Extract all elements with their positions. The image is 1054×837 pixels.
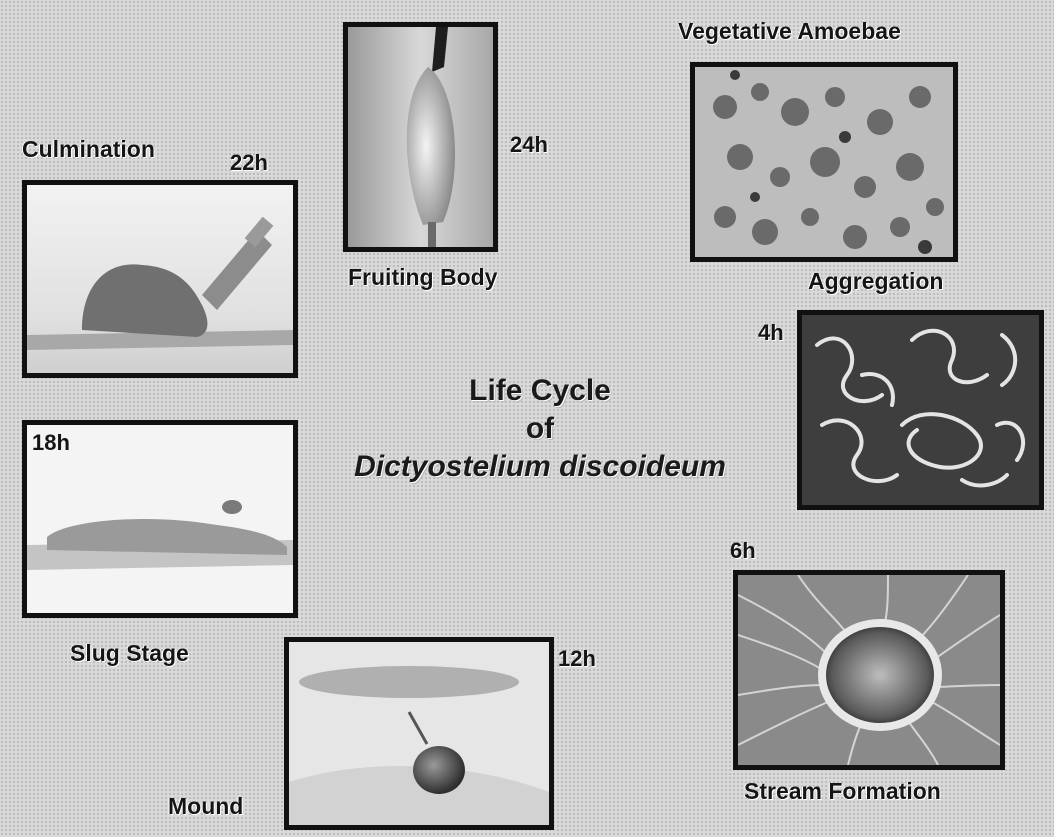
title-line-2: of bbox=[300, 410, 780, 448]
vegetative-amoebae-label: Vegetative Amoebae bbox=[678, 18, 901, 45]
fruiting-body-image bbox=[343, 22, 498, 252]
slug-stage-time: 18h bbox=[32, 430, 70, 456]
stream-formation-time: 6h bbox=[730, 538, 756, 564]
mound-label: Mound bbox=[168, 793, 243, 820]
fruiting-body-time: 24h bbox=[510, 132, 548, 158]
title-line-1: Life Cycle bbox=[300, 372, 780, 410]
culmination-image bbox=[22, 180, 298, 378]
species-name: Dictyostelium discoideum bbox=[300, 448, 780, 486]
aggregation-label: Aggregation bbox=[808, 268, 943, 295]
culmination-label: Culmination bbox=[22, 136, 155, 163]
mound-image bbox=[284, 637, 554, 830]
stream-formation-image bbox=[733, 570, 1005, 770]
aggregation-time: 4h bbox=[758, 320, 784, 346]
slug-stage-label: Slug Stage bbox=[70, 640, 189, 667]
vegetative-amoebae-image bbox=[690, 62, 958, 262]
aggregation-image bbox=[797, 310, 1044, 510]
culmination-time: 22h bbox=[230, 150, 268, 176]
stream-formation-label: Stream Formation bbox=[744, 778, 941, 805]
fruiting-body-label: Fruiting Body bbox=[348, 264, 497, 291]
life-cycle-title: Life Cycle of Dictyostelium discoideum bbox=[300, 372, 780, 486]
mound-time: 12h bbox=[558, 646, 596, 672]
